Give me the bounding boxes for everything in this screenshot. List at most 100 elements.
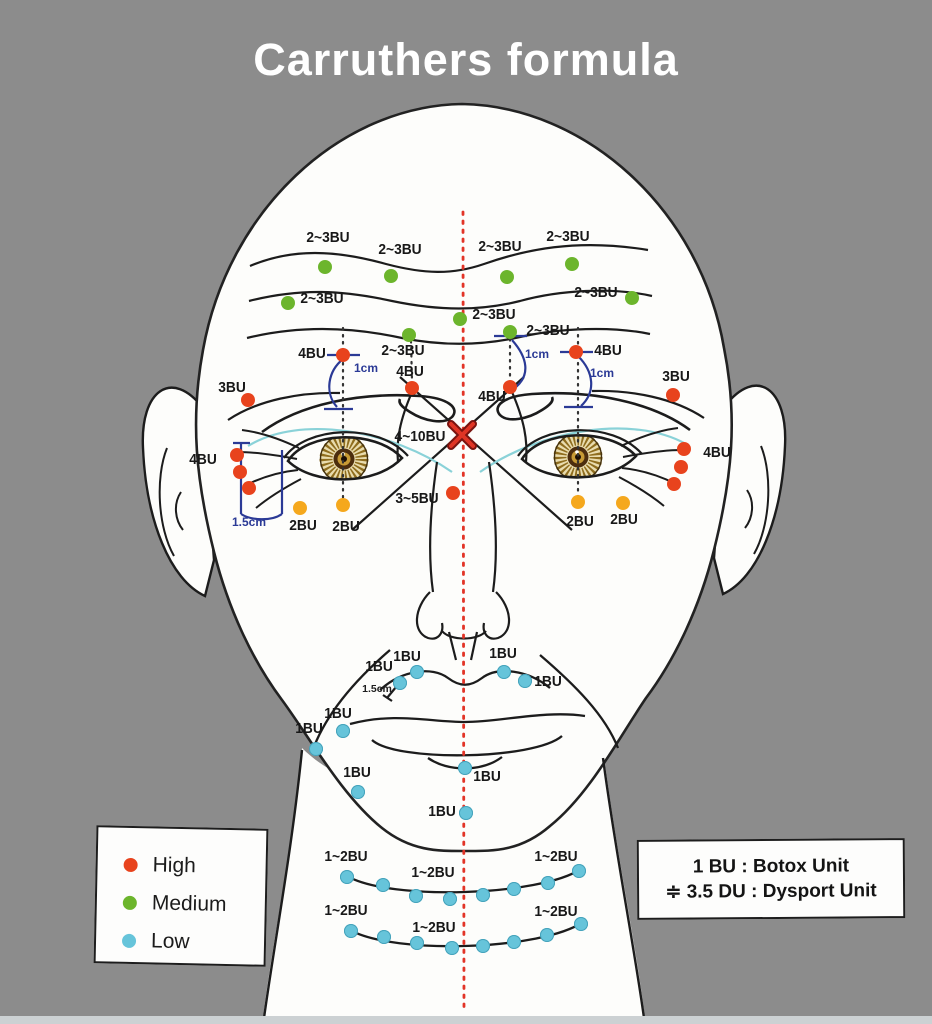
dose-label: 4~10BU xyxy=(394,429,446,445)
measure-label: 1cm xyxy=(524,347,550,361)
injection-point-neck-row-1 xyxy=(507,882,521,896)
facial-midline xyxy=(461,210,466,1014)
dose-label: 1BU xyxy=(534,674,562,690)
dose-label: 4BU xyxy=(594,343,622,359)
dose-label: 2BU xyxy=(332,519,360,535)
dose-label: 2~3BU xyxy=(300,291,344,307)
injection-point-neck-row-2 xyxy=(445,941,459,955)
measure-label: 1.5cm xyxy=(362,683,392,695)
unit-conversion-box: 1 BU : Botox Unit ≑ 3.5 DU : Dysport Uni… xyxy=(636,838,906,920)
legend-item-medium: Medium xyxy=(122,884,265,925)
injection-point-neck-row-2 xyxy=(344,924,358,938)
dose-label: 2~3BU xyxy=(306,230,350,246)
injection-point-lower-face-left xyxy=(336,724,350,738)
page-title: Carruthers formula xyxy=(253,34,679,85)
forehead-lines xyxy=(246,243,653,345)
dose-label: 2~3BU xyxy=(546,229,590,245)
x-marker xyxy=(447,420,477,450)
dose-label: 2~3BU xyxy=(472,307,516,323)
measure-label: 1cm xyxy=(353,361,379,375)
injection-point-lower-face-left xyxy=(351,785,365,799)
neck-lines xyxy=(346,868,584,948)
dose-label: 3BU xyxy=(218,380,246,396)
injection-point-neck-row-2 xyxy=(540,928,554,942)
injection-point-forehead xyxy=(281,296,295,310)
dose-label: 4BU xyxy=(298,346,326,362)
neck-edges xyxy=(262,749,646,1019)
injection-point-crow-feet-right xyxy=(677,442,691,456)
dose-label: 1BU xyxy=(428,804,456,820)
injection-point-under-eye-right xyxy=(616,496,630,510)
injection-point-neck-row-1 xyxy=(476,888,490,902)
injection-point-neck-row-2 xyxy=(574,917,588,931)
injection-point-crow-feet-left xyxy=(242,481,256,495)
injection-point-crow-feet-left xyxy=(233,465,247,479)
injection-point-crow-feet-left xyxy=(230,448,244,462)
dose-label: 1BU xyxy=(295,721,323,737)
dose-label: 4BU xyxy=(478,389,506,405)
injection-point-neck-row-2 xyxy=(507,935,521,949)
dose-label: 2BU xyxy=(610,512,638,528)
injection-point-neck-row-2 xyxy=(476,939,490,953)
injection-point-brow xyxy=(336,348,350,362)
injection-point-glabella xyxy=(405,381,419,395)
injection-point-forehead xyxy=(384,269,398,283)
injection-point-forehead xyxy=(318,260,332,274)
dose-label: 1BU xyxy=(365,659,393,675)
dose-label: 2~3BU xyxy=(574,285,618,301)
injection-point-neck-row-1 xyxy=(409,889,423,903)
dose-label: 1~2BU xyxy=(534,849,578,865)
injection-point-nose xyxy=(446,486,460,500)
injection-point-upper-lip xyxy=(497,665,511,679)
head-outline xyxy=(194,102,734,853)
dose-label: 3~5BU xyxy=(395,491,439,507)
injection-point-forehead xyxy=(500,270,514,284)
legend-dot-low xyxy=(121,933,137,949)
legend-dot-high xyxy=(123,857,138,873)
measure-label: 1.5cm xyxy=(231,515,267,529)
injection-point-neck-row-1 xyxy=(572,864,586,878)
injection-point-forehead xyxy=(453,312,467,326)
legend-label-low: Low xyxy=(150,929,190,954)
dose-label: 4BU xyxy=(189,452,217,468)
injection-point-under-eye-left xyxy=(293,501,307,515)
dose-label: 4BU xyxy=(703,445,731,461)
injection-point-neck-row-2 xyxy=(377,930,391,944)
dose-label: 1BU xyxy=(343,765,371,781)
dose-label: 2BU xyxy=(566,514,594,530)
injection-point-forehead xyxy=(625,291,639,305)
dose-label: 4BU xyxy=(396,364,424,380)
injection-point-neck-row-1 xyxy=(340,870,354,884)
injection-point-neck-row-1 xyxy=(376,878,390,892)
unit-line-dysport: ≑ 3.5 DU : Dysport Unit xyxy=(665,879,877,903)
injection-point-neck-row-2 xyxy=(410,936,424,950)
injection-point-forehead xyxy=(565,257,579,271)
injection-point-crow-feet-right xyxy=(667,477,681,491)
injection-point-crow-feet-right xyxy=(674,460,688,474)
measure-label: 1cm xyxy=(589,366,615,380)
injection-point-upper-lip xyxy=(518,674,532,688)
legend-label-medium: Medium xyxy=(151,891,227,916)
injection-point-under-eye-right xyxy=(571,495,585,509)
injection-point-brow xyxy=(569,345,583,359)
dose-label: 1~2BU xyxy=(411,865,455,881)
dose-label: 1BU xyxy=(489,646,517,662)
glabella-guides xyxy=(351,376,573,531)
injection-point-chin xyxy=(459,806,473,820)
dose-label: 2~3BU xyxy=(526,323,570,339)
dose-label: 2~3BU xyxy=(378,242,422,258)
dose-label: 2BU xyxy=(289,518,317,534)
injection-point-upper-lip xyxy=(393,676,407,690)
injection-point-neck-row-1 xyxy=(541,876,555,890)
injection-point-under-eye-left xyxy=(336,498,350,512)
injection-point-glabella xyxy=(503,380,517,394)
injection-point-brow xyxy=(503,325,517,339)
unit-line-botox: 1 BU : Botox Unit xyxy=(692,854,850,878)
injection-point-upper-lip xyxy=(410,665,424,679)
injection-point-temple-right xyxy=(666,388,680,402)
bottom-edge-strip xyxy=(0,1016,932,1024)
dose-label: 2~3BU xyxy=(381,343,425,359)
injection-point-temple-left xyxy=(241,393,255,407)
